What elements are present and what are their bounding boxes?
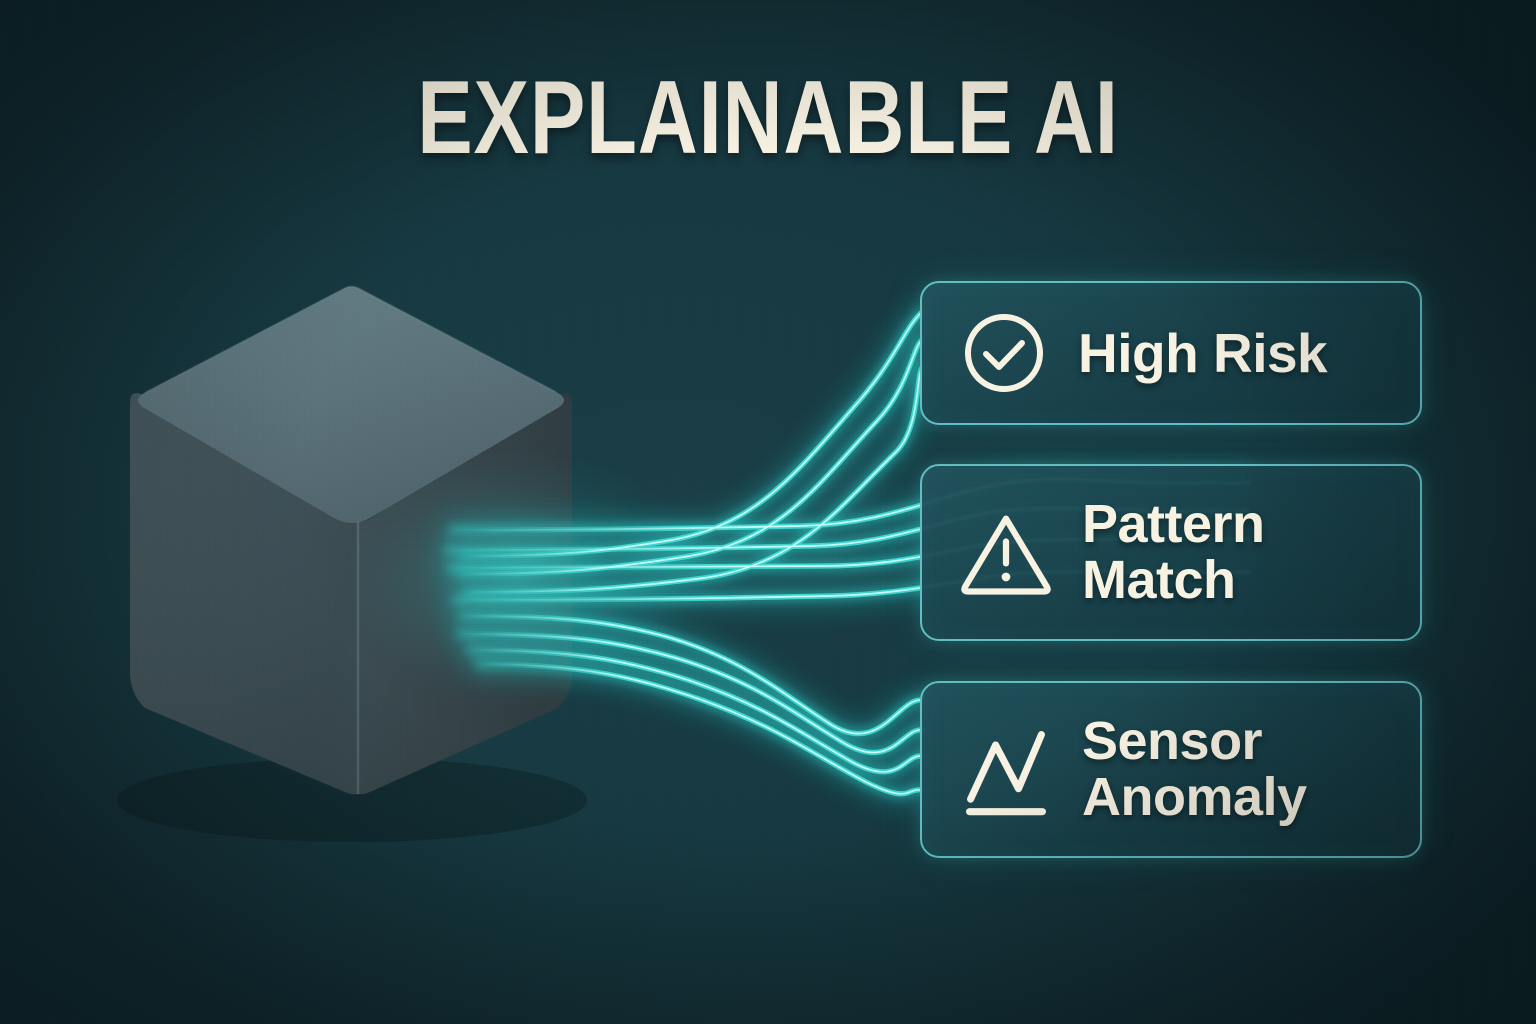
- output-card-label: Pattern Match: [1082, 493, 1265, 610]
- check-circle-icon: [965, 314, 1043, 392]
- output-card-label: Sensor Anomaly: [1082, 710, 1307, 827]
- line-chart-anomaly-icon: [966, 730, 1046, 815]
- output-card-pattern-match[interactable]: Pattern Match: [920, 464, 1422, 641]
- output-card-label: High Risk: [1078, 321, 1328, 384]
- warning-triangle-icon: [961, 515, 1051, 595]
- output-card-high-risk[interactable]: High Risk: [920, 281, 1422, 425]
- page-title: EXPLAINABLE AI: [417, 60, 1119, 176]
- output-card-sensor-anomaly[interactable]: Sensor Anomaly: [920, 681, 1422, 858]
